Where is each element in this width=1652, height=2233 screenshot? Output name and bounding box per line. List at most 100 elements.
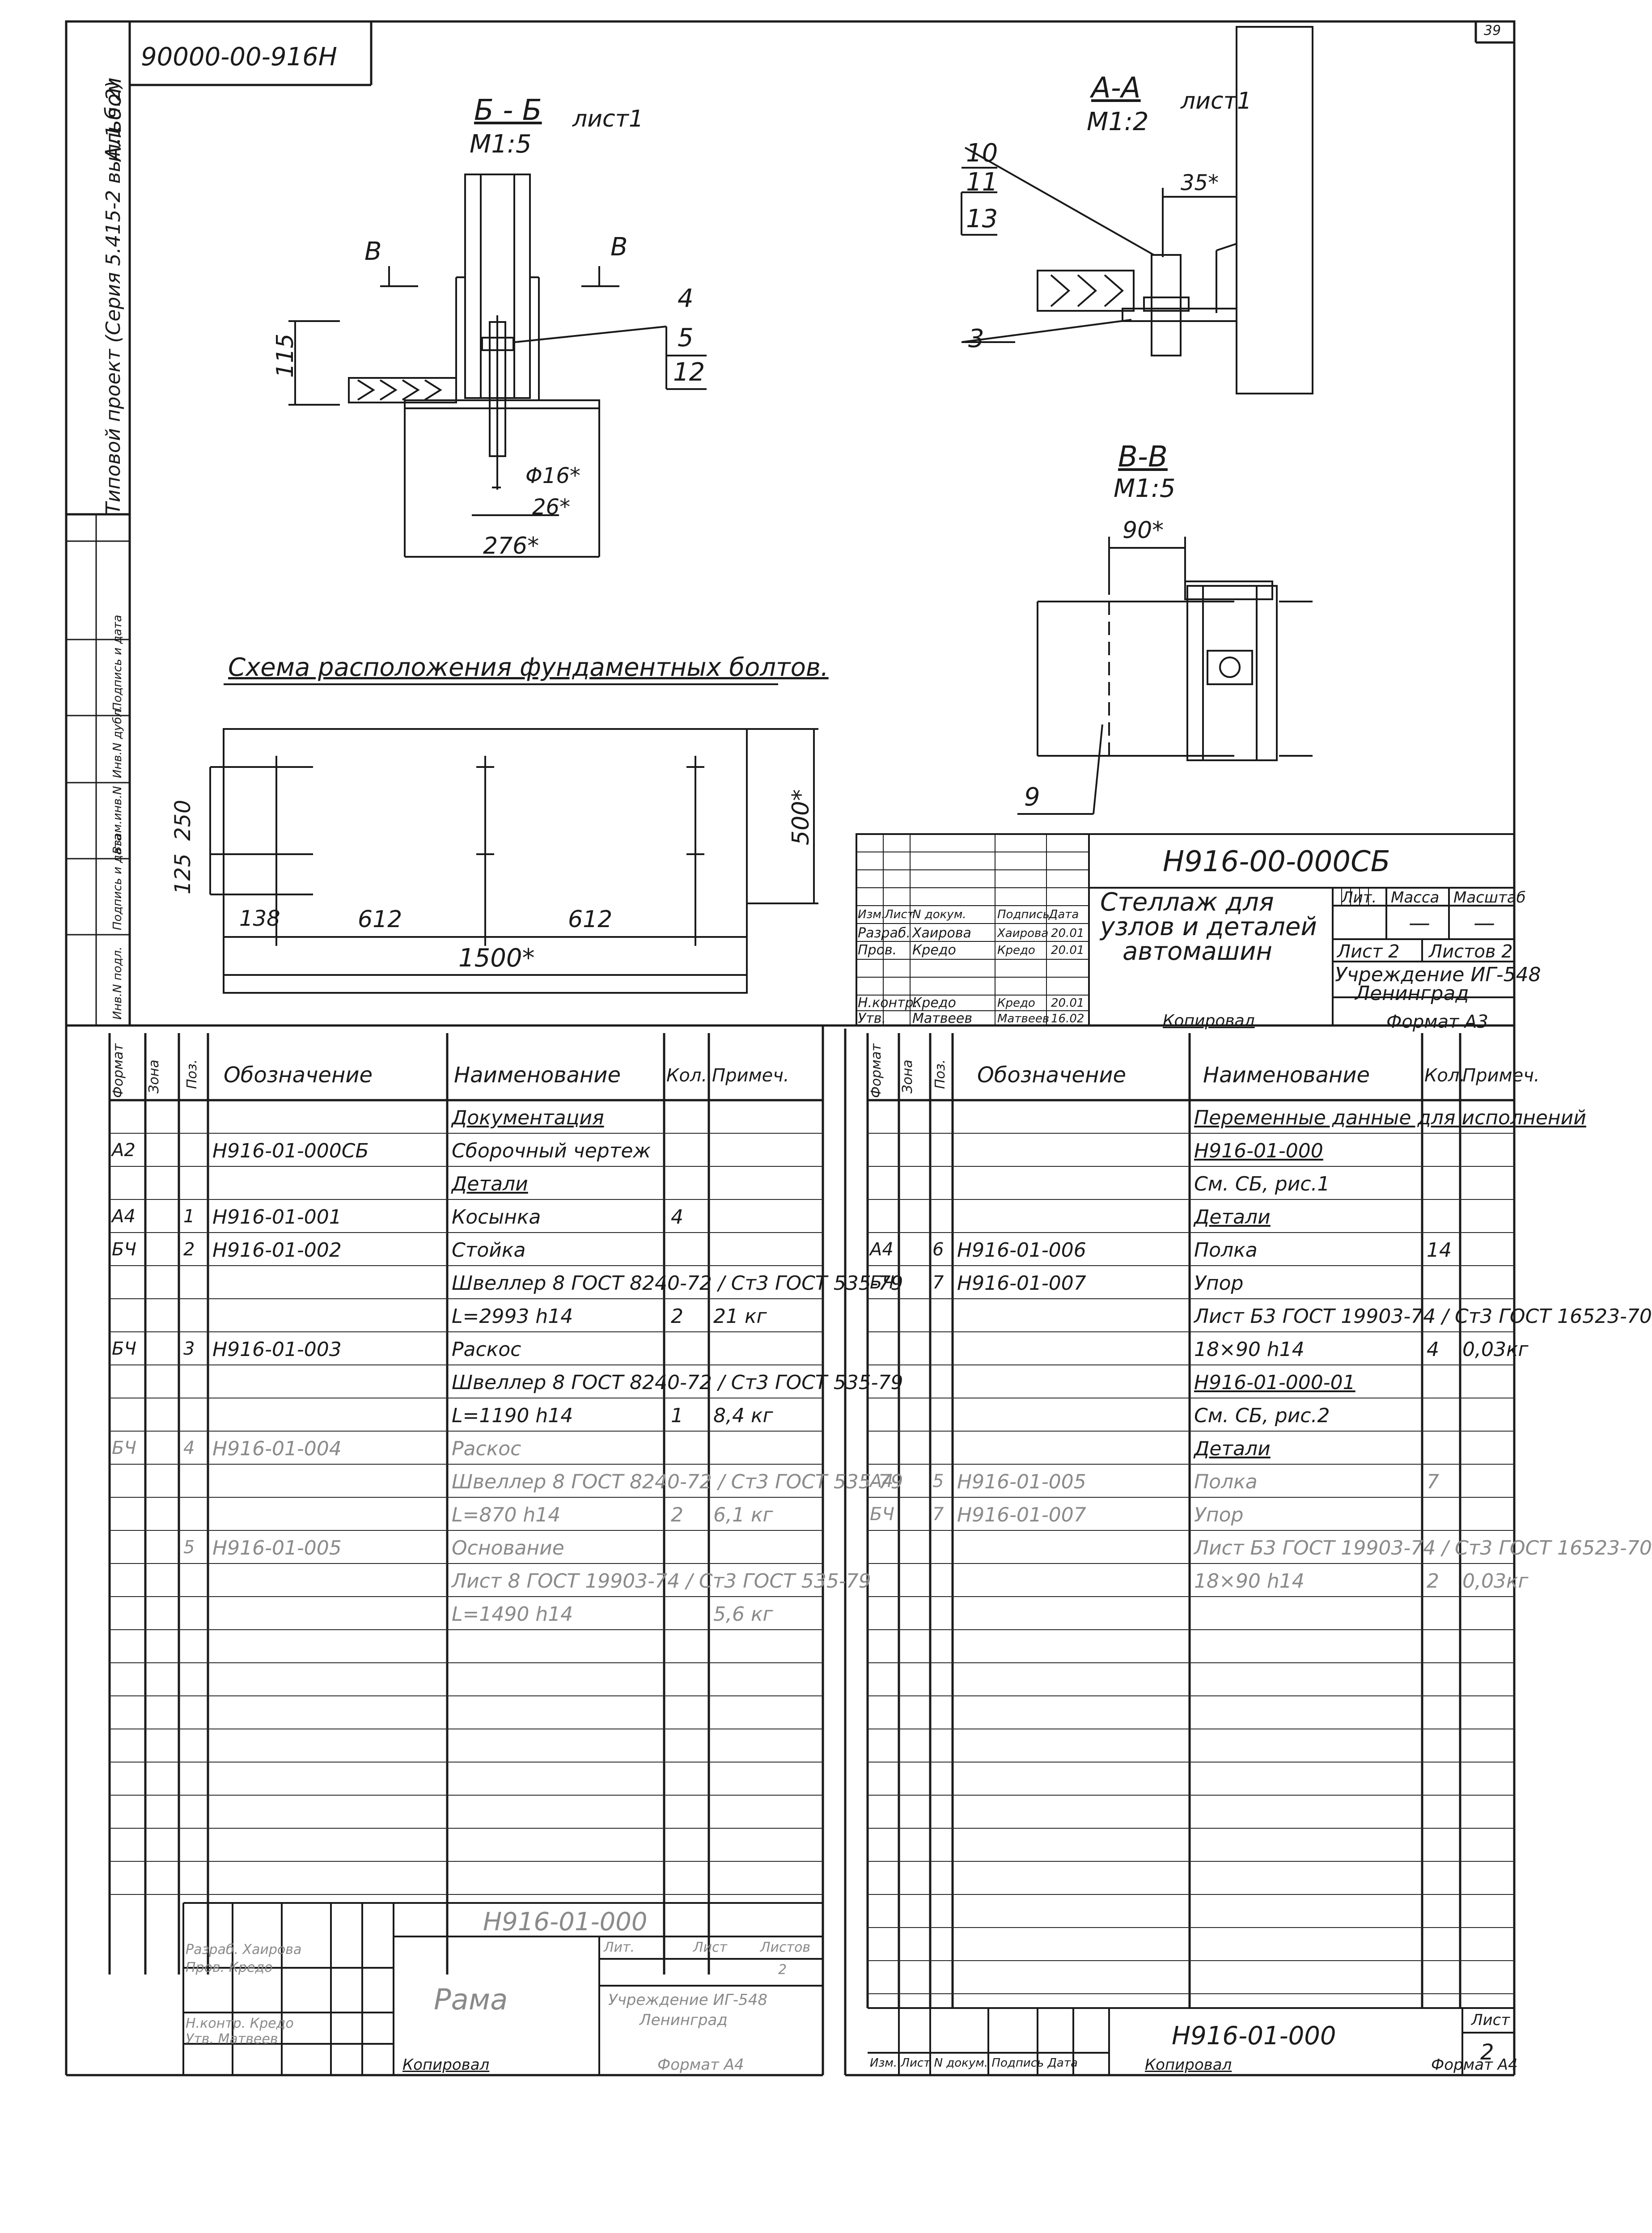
spec-cell-name: Н916-01-000-01 [1194, 1371, 1355, 1394]
col-head-format: Формат [868, 1043, 884, 1098]
pos-10: 10 [966, 139, 998, 168]
pos-4: 4 [678, 284, 694, 313]
spec-cell-desig: Н916-01-000СБ [212, 1140, 369, 1162]
spec-cell-name: Лист Б3 ГОСТ 19903-74 / Ст3 ГОСТ 16523-7… [1194, 1305, 1652, 1328]
dim-138: 138 [239, 906, 280, 931]
spec-cell-pos: 1 [183, 1206, 195, 1227]
spec-cell-name: Полка [1194, 1239, 1258, 1262]
spec-cell-desig: Н916-01-005 [957, 1470, 1086, 1493]
tb-person: Матвеев [912, 1011, 973, 1026]
spec-cell-fmt: БЧ [112, 1339, 136, 1359]
spec-cell-fmt: БЧ [112, 1239, 136, 1260]
rt-copied: Копировал [1145, 2056, 1232, 2074]
spec-cell-pos: 4 [183, 1438, 195, 1458]
tb-role: Н.контр. [858, 995, 918, 1011]
tb-format: Формат А3 [1386, 1012, 1488, 1032]
spec-cell-desig: Н916-01-003 [212, 1338, 342, 1361]
spec-cell-qty: 1 [671, 1404, 683, 1427]
section-bb-sheet: лист1 [572, 106, 644, 132]
col-head-zone: Зона [146, 1059, 162, 1093]
section-aa-scale: М1:2 [1087, 107, 1149, 136]
tb-name-2: узлов и деталей [1100, 912, 1317, 941]
pos-9: 9 [1024, 783, 1040, 812]
spec-cell-name: Упор [1194, 1504, 1244, 1526]
tb-sheets-label: Листов 2 [1429, 941, 1513, 962]
col-head-pos: Поз. [932, 1059, 948, 1089]
lt-sheets-value: 2 [778, 1962, 787, 1978]
tb-date: 20.01 [1051, 927, 1084, 940]
tb-col-head: Подпись [997, 908, 1050, 921]
lt-row: Пров. Кредо [186, 1960, 273, 1975]
sheet-number: 39 [1484, 23, 1501, 38]
section-aa-sheet: лист1 [1181, 88, 1252, 114]
spec-cell-fmt: А4 [870, 1471, 894, 1491]
section-vv-title: В-В [1118, 441, 1168, 474]
spec-cell-name: 18×90 h14 [1194, 1570, 1305, 1593]
spec-cell-pos: 6 [932, 1239, 944, 1260]
dim-125: 125 [170, 853, 195, 894]
spec-cell-desig: Н916-01-002 [212, 1239, 342, 1262]
tb-name-3: автомашин [1123, 937, 1273, 966]
col-head-designation: Обозначение [977, 1063, 1127, 1088]
spec-cell-desig: Н916-01-006 [957, 1239, 1086, 1262]
side-stamp-field: Инв.N дубл. [111, 705, 124, 778]
section-aa-title: А-А [1091, 72, 1141, 105]
dim-90: 90* [1123, 517, 1164, 544]
dim-35: 35* [1181, 170, 1219, 195]
spec-cell-note: 0,03кг [1462, 1570, 1529, 1593]
spec-cell-fmt: БЧ [112, 1438, 136, 1458]
spec-cell-desig: Н916-01-001 [212, 1206, 342, 1229]
spec-cell-note: 21 кг [713, 1305, 767, 1328]
spec-cell-qty: 2 [671, 1504, 683, 1526]
spec-cell-name: Лист 8 ГОСТ 19903-74 / Ст3 ГОСТ 535-79 [452, 1570, 871, 1593]
spec-cell-desig: Н916-01-005 [212, 1537, 342, 1559]
spec-cell-desig: Н916-01-004 [212, 1437, 342, 1460]
dim-612a: 612 [358, 906, 402, 933]
spec-cell-name: Швеллер 8 ГОСТ 8240-72 / Ст3 ГОСТ 535-79 [452, 1470, 903, 1493]
spec-cell-fmt: БЧ [870, 1504, 894, 1525]
spec-cell-pos: 3 [183, 1339, 195, 1359]
tb-role: Утв. [858, 1011, 886, 1026]
tb-col-head: Лист [885, 908, 914, 921]
tb-designation: Н916-00-000СБ [1163, 845, 1390, 878]
tb-col-head: Изм. [858, 908, 885, 921]
spec-cell-name: Швеллер 8 ГОСТ 8240-72 / Ст3 ГОСТ 535-79 [452, 1371, 903, 1394]
side-stamp-field: Подпись и дата [111, 614, 124, 711]
lt-designation: Н916-01-000 [483, 1907, 648, 1936]
spec-cell-name: См. СБ, рис.2 [1194, 1404, 1330, 1427]
dim-612b: 612 [568, 906, 613, 933]
series-label: Типовой проект (Серия 5.415-2 вып.1 ч.2) [102, 81, 125, 514]
dim-d16: Φ16* [525, 463, 580, 488]
spec-cell-name: Полка [1194, 1470, 1258, 1493]
lt-sheet-label: Лист [693, 1940, 728, 1955]
spec-cell-name: 18×90 h14 [1194, 1338, 1305, 1361]
tb-sign: Матвеев [997, 1012, 1050, 1025]
layout-title: Схема расположения фундаментных болтов. [228, 653, 829, 682]
lt-row: Утв. Матвеев [186, 2031, 278, 2047]
tb-copied: Копировал [1163, 1012, 1255, 1030]
dim-500: 500* [788, 789, 814, 845]
lt-name: Рама [434, 1983, 508, 2017]
lt-row: Н.контр. Кредо [186, 2016, 294, 2031]
section-bb-title: Б - Б [474, 94, 542, 127]
spec-cell-name: L=870 h14 [452, 1504, 561, 1526]
spec-cell-qty: 2 [671, 1305, 683, 1328]
spec-cell-desig: Н916-01-007 [957, 1504, 1086, 1526]
col-head-qty: Кол. [666, 1065, 707, 1086]
spec-cell-name: L=2993 h14 [452, 1305, 573, 1328]
spec-cell-name: L=1190 h14 [452, 1404, 573, 1427]
dim-115: 115 [272, 333, 299, 378]
col-head-name: Наименование [454, 1063, 621, 1088]
spec-cell-fmt: А4 [112, 1206, 136, 1227]
dim-1500: 1500* [458, 944, 535, 973]
tb-sign: Хаирова [997, 927, 1049, 940]
lt-org-1: Учреждение ИГ-548 [608, 1991, 767, 2009]
spec-cell-name: Стойка [452, 1239, 526, 1262]
tb-name-1: Стеллаж для [1100, 888, 1274, 917]
spec-cell-name: Косынка [452, 1206, 541, 1229]
tb-person: Хаирова [912, 925, 971, 941]
spec-cell-name: L=1490 h14 [452, 1603, 573, 1626]
lt-copied: Копировал [402, 2056, 490, 2074]
tb-person: Кредо [912, 942, 956, 958]
rt-designation: Н916-01-000 [1172, 2021, 1336, 2051]
